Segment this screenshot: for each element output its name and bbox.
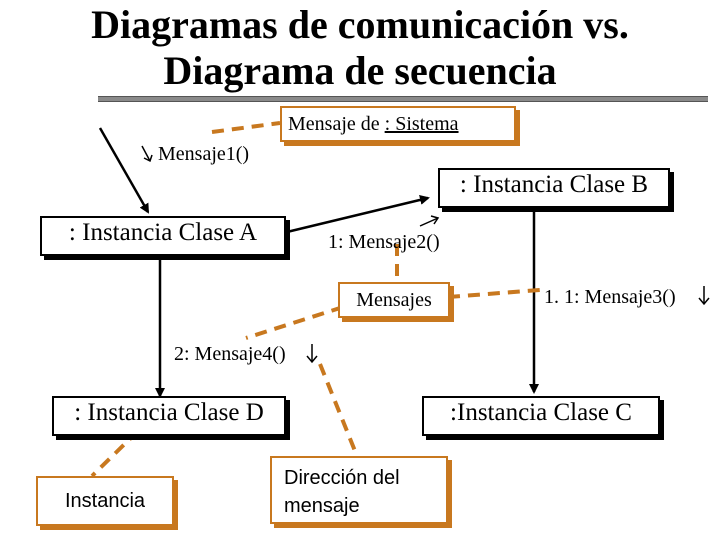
note-sistema-prefix: Mensaje de [288,113,385,135]
note-connector-instancia [90,429,140,478]
object-c-label: :Instancia Clase C [450,399,632,426]
note-mensajes[interactable]: Mensajes [338,282,450,318]
message-3-label: 1. 1: Mensaje3() [544,286,676,308]
note-mensajes-label: Mensajes [356,289,432,311]
object-instancia-clase-b[interactable]: : Instancia Clase B [438,168,670,208]
title-line-1: Diagramas de comunicación vs. [91,2,629,47]
title-line-2: Diagrama de secuencia [163,48,557,93]
note-connector-sistema [211,121,281,134]
object-a-label: : Instancia Clase A [68,219,258,246]
note-connector-direccion [318,363,359,457]
object-instancia-clase-c[interactable]: :Instancia Clase C [422,396,660,436]
direction-arrow-m1 [141,145,153,163]
link-a-b [261,195,430,240]
object-instancia-clase-a[interactable]: : Instancia Clase A [40,216,286,256]
direction-arrow-m2 [419,215,440,227]
direction-arrow-m4 [306,344,318,364]
note-direccion-line-2: mensaje [284,495,360,517]
title-underline [98,96,708,102]
note-direccion-line-1: Dirección del [284,467,400,489]
object-d-label: : Instancia Clase D [74,399,264,426]
note-mensaje-de-sistema[interactable]: Mensaje de : Sistema [280,106,516,142]
actor-link [98,127,150,214]
page-title: Diagramas de comunicación vs. Diagrama d… [0,2,720,94]
object-instancia-clase-d[interactable]: : Instancia Clase D [52,396,286,436]
note-instancia-label: Instancia [64,490,146,512]
message-1-label: Mensaje1() [158,143,250,165]
direction-arrow-m3 [698,286,710,306]
note-direccion-del-mensaje[interactable]: Dirección del mensaje [270,456,448,524]
note-instancia[interactable]: Instancia [36,476,174,526]
note-sistema-link: : Sistema [384,113,459,135]
object-b-label: : Instancia Clase B [459,171,649,198]
message-2-label: 1: Mensaje2() [328,231,440,253]
message-4-label: 2: Mensaje4() [174,343,286,365]
note-connector-mensajes-m3 [447,288,541,299]
